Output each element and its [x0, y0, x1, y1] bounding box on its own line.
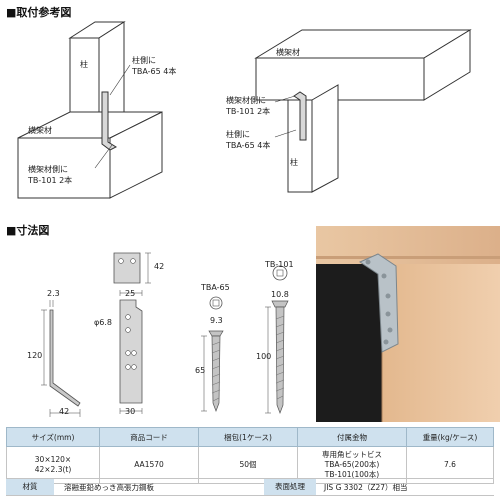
size-line-2: 42×2.3(t): [34, 465, 72, 474]
install-section-title: ■取付参考図: [6, 6, 72, 19]
hardware-line-2: TBA-65(200本): [324, 460, 380, 469]
hardware-line-1: 専用角ビットビス: [322, 450, 382, 459]
header-code: 商品コード: [99, 427, 199, 447]
screw2-length: 100: [256, 352, 272, 361]
left-post-label: 柱: [80, 60, 88, 69]
left-post-note-1: 柱側に: [132, 56, 156, 65]
spec-table: サイズ(mm) 商品コード 梱包(1ケース) 付属金物 重量(kg/ケース) 3…: [6, 427, 494, 484]
left-beam-note-2: TB-101 2本: [28, 176, 73, 185]
left-beam-note-1: 横架材側に: [28, 165, 68, 174]
install-diagram-left: [17, 21, 163, 199]
left-beam-label: 横架材: [28, 126, 52, 135]
installation-photo: [316, 226, 500, 422]
screw2-head: 10.8: [271, 290, 289, 299]
right-beam-label: 横架材: [276, 48, 300, 57]
cell-code: AA1570: [99, 446, 199, 484]
cell-size: 30×120× 42×2.3(t): [6, 446, 100, 484]
dim-base: 42: [59, 407, 70, 416]
header-pack: 梱包(1ケース): [198, 427, 298, 447]
header-hardware: 付属金物: [297, 427, 407, 447]
finish-value: JIS G 3302（Z27）相当: [324, 483, 408, 492]
dim-hole: φ6.8: [94, 318, 112, 327]
right-beam-note-1: 横架材側に: [226, 96, 266, 105]
finish-label: 表面処理: [264, 479, 316, 495]
screw1-name: TBA-65: [201, 283, 230, 292]
cell-hardware: 専用角ビットビス TBA-65(200本) TB-101(100本): [297, 446, 407, 484]
screw2-name: TB-101: [265, 260, 294, 269]
dim-thickness: 2.3: [47, 289, 60, 298]
table-row: 30×120× 42×2.3(t) AA1570 50個 専用角ビットビス TB…: [6, 446, 494, 484]
header-size: サイズ(mm): [6, 427, 100, 447]
dim-width-bottom: 30: [125, 407, 136, 416]
dimension-drawing: [41, 252, 289, 417]
dim-height: 120: [27, 351, 43, 360]
right-beam-note-2: TB-101 2本: [226, 107, 271, 116]
right-post-note-2: TBA-65 4本: [226, 141, 271, 150]
material-value: 溶融亜鉛めっき高張力鋼板: [64, 483, 154, 492]
hardware-line-3: TB-101(100本): [324, 470, 380, 479]
dim-width-top: 25: [125, 289, 136, 298]
cell-weight: 7.6: [406, 446, 494, 484]
right-post-note-1: 柱側に: [226, 130, 250, 139]
header-weight: 重量(kg/ケース): [406, 427, 494, 447]
size-line-1: 30×120×: [34, 455, 72, 464]
install-diagram-right: [254, 29, 472, 193]
material-row: 材質 溶融亜鉛めっき高張力鋼板 表面処理 JIS G 3302（Z27）相当: [6, 478, 494, 496]
screw1-length: 65: [195, 366, 206, 375]
material-label: 材質: [6, 479, 54, 495]
dim-plate-height: 42: [154, 262, 165, 271]
screw1-head: 9.3: [210, 316, 223, 325]
left-post-note-2: TBA-65 4本: [132, 67, 177, 76]
dimension-section-title: ■寸法図: [6, 224, 50, 237]
right-post-label: 柱: [290, 158, 298, 167]
